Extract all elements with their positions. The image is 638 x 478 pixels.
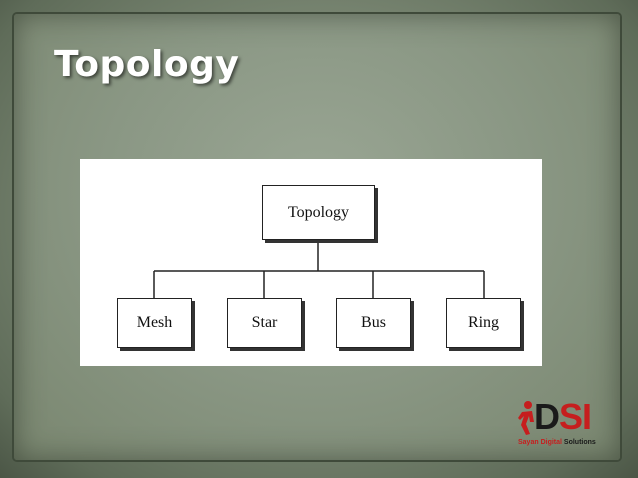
node-mesh: Mesh bbox=[117, 298, 192, 348]
node-ring: Ring bbox=[446, 298, 521, 348]
logo-letter-d: D bbox=[534, 396, 560, 437]
topology-diagram: Topology Mesh Star Bus Ring bbox=[80, 159, 542, 366]
logo-tagline: Sayan Digital Solutions bbox=[518, 439, 596, 446]
logo-letters-si: SI bbox=[559, 396, 592, 437]
logo-tagline-part1: Sayan Digital bbox=[518, 439, 564, 446]
logo-tagline-part2: Solutions bbox=[563, 439, 596, 446]
node-bus: Bus bbox=[336, 298, 411, 348]
slide-title: Topology bbox=[54, 44, 240, 85]
logo-wordmark: DSI bbox=[512, 396, 592, 437]
diagram-connectors bbox=[153, 240, 485, 298]
runner-figure-icon bbox=[518, 401, 534, 435]
node-star: Star bbox=[227, 298, 302, 348]
dsi-logo: DSI Sayan Digital Solutions bbox=[512, 397, 614, 455]
node-topology: Topology bbox=[262, 185, 375, 240]
